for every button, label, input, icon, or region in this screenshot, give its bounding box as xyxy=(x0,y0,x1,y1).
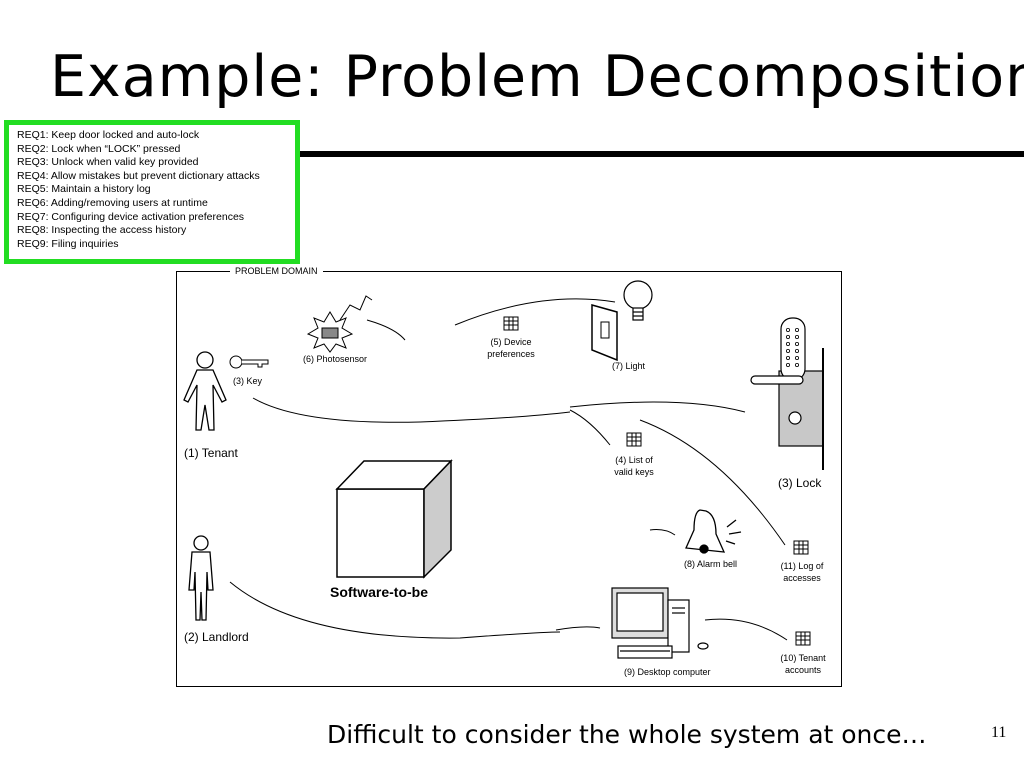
tenant-accounts-label: (10) Tenant accounts xyxy=(780,653,826,675)
problem-domain-frame xyxy=(176,271,842,687)
connector-landlord xyxy=(229,581,561,639)
device-preferences-label: (5) Device preferences xyxy=(487,337,535,359)
key-icon xyxy=(229,355,269,369)
valid-keys-table-icon xyxy=(626,432,642,447)
connector-tenant xyxy=(252,397,571,423)
connector-photosensor xyxy=(366,319,406,341)
requirement-item: REQ5: Maintain a history log xyxy=(17,183,151,196)
requirement-item: REQ9: Filing inquiries xyxy=(17,237,119,250)
requirement-item: REQ4: Allow mistakes but prevent diction… xyxy=(17,169,260,182)
tenant-label: (1) Tenant xyxy=(184,446,238,460)
lock-label: (3) Lock xyxy=(778,476,822,490)
landlord-person-icon xyxy=(188,535,214,621)
tenant-accounts-table-icon xyxy=(795,631,811,646)
tenant-person-icon xyxy=(183,351,227,431)
software-to-be-label: Software-to-be xyxy=(330,584,428,600)
software-cube-icon xyxy=(335,459,453,579)
connector-lines xyxy=(229,298,788,641)
connector-bell xyxy=(649,529,676,536)
page-number: 11 xyxy=(991,724,1007,741)
device-preferences-table-icon xyxy=(503,316,519,331)
key-label: (3) Key xyxy=(233,376,263,386)
requirement-item: REQ7: Configuring device activation pref… xyxy=(17,210,245,223)
connector-light xyxy=(454,298,616,326)
connector-lock xyxy=(569,401,746,413)
desktop-computer-icon xyxy=(611,587,709,659)
light-bulb-icon xyxy=(623,280,653,321)
photosensor-label: (6) Photosensor xyxy=(303,354,368,364)
lock-icon xyxy=(750,317,824,470)
light-label: (7) Light xyxy=(612,361,646,371)
light-switch-icon xyxy=(591,304,618,362)
title-underline xyxy=(290,151,1024,157)
alarm-bell-label: (8) Alarm bell xyxy=(684,559,738,569)
connector-valid-keys xyxy=(569,409,611,446)
problem-domain-label: PROBLEM DOMAIN xyxy=(230,266,323,276)
requirements-box: REQ1: Keep door locked and auto-lock REQ… xyxy=(4,120,300,264)
slide-footer-text: Difficult to consider the whole system a… xyxy=(327,720,927,749)
valid-keys-label: (4) List of valid keys xyxy=(614,455,654,477)
alarm-bell-icon xyxy=(685,509,742,554)
requirement-item: REQ2: Lock when “LOCK” pressed xyxy=(17,142,181,155)
requirements-list: REQ1: Keep door locked and auto-lock REQ… xyxy=(9,125,295,251)
requirement-item: REQ3: Unlock when valid key provided xyxy=(17,156,199,169)
connector-desktop-left xyxy=(555,626,601,631)
desktop-computer-label: (9) Desktop computer xyxy=(624,667,711,677)
landlord-label: (2) Landlord xyxy=(184,630,249,644)
requirement-item: REQ8: Inspecting the access history xyxy=(17,224,187,237)
slide-title: Example: Problem Decomposition xyxy=(50,44,1024,110)
requirement-item: REQ6: Adding/removing users at runtime xyxy=(17,196,208,209)
log-accesses-table-icon xyxy=(793,540,809,555)
log-accesses-label: (11) Log of accesses xyxy=(780,561,824,583)
connector-accounts xyxy=(704,618,788,641)
requirement-item: REQ1: Keep door locked and auto-lock xyxy=(17,129,200,141)
photosensor-icon xyxy=(306,295,373,353)
connector-log xyxy=(639,419,786,546)
